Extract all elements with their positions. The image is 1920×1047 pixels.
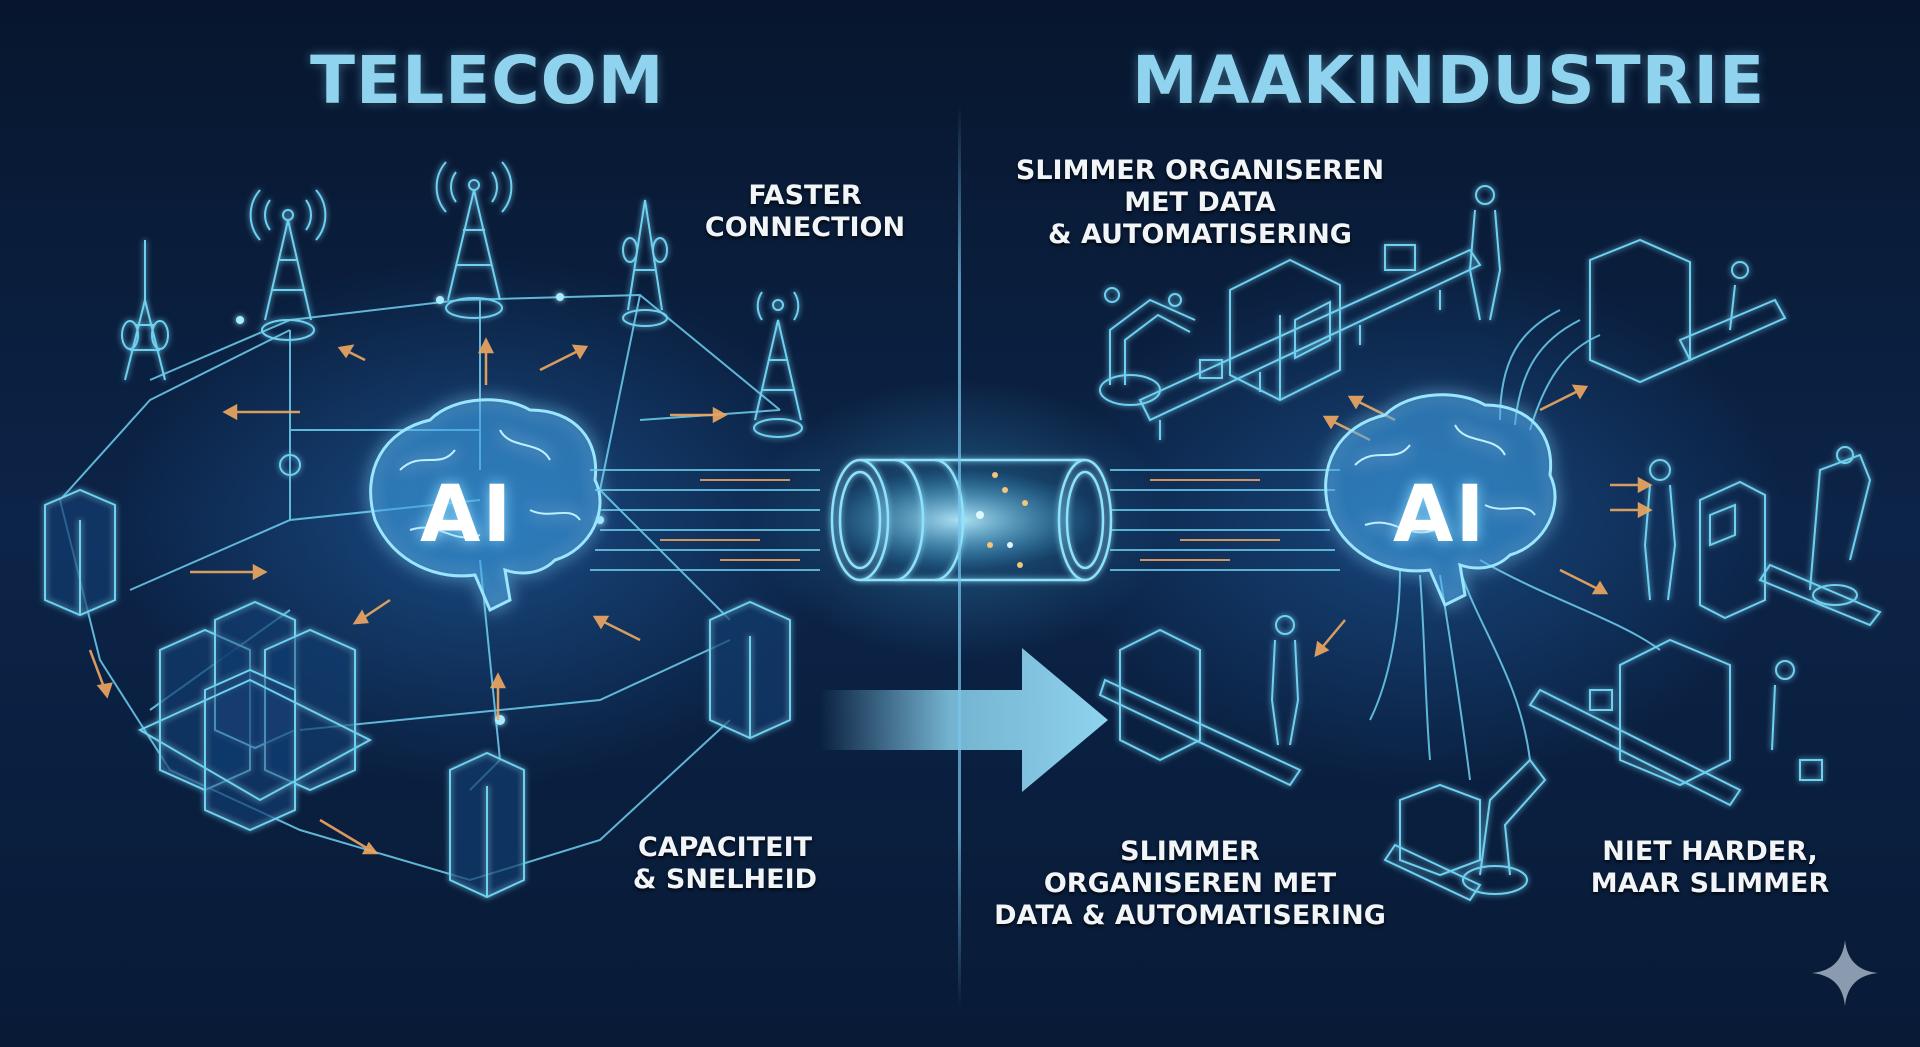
- machine-icon: [1589, 238, 1787, 384]
- factory-illustrations: [1098, 185, 1882, 902]
- data-cylinder: [820, 458, 1113, 582]
- robot-arm-icon: [1099, 287, 1196, 406]
- telecom-title: TELECOM: [310, 42, 665, 119]
- panel-divider: [958, 105, 961, 1010]
- machine-icon: [1528, 638, 1795, 807]
- robot-arm-icon: [1809, 446, 1872, 606]
- ai-brain-right: [1324, 393, 1557, 608]
- ai-label-left: AI: [420, 470, 514, 560]
- label-niet-harder: NIET HARDER, MAAR SLIMMER: [1590, 836, 1830, 899]
- servers: [44, 488, 791, 899]
- network-lines: [59, 293, 781, 882]
- robot-arm-icon: [1383, 758, 1547, 902]
- worker-icon: [1270, 615, 1300, 746]
- label-slimmer-organiseren-bottom: SLIMMER ORGANISEREN MET DATA & AUTOMATIS…: [994, 836, 1386, 931]
- label-faster-connection: FASTER CONNECTION: [704, 180, 906, 243]
- server-cluster-icon: [137, 600, 373, 832]
- conveyor-belt-top: [1138, 248, 1482, 440]
- ai-label-right: AI: [1393, 470, 1487, 560]
- data-flow-arrows-right: [1314, 384, 1653, 658]
- data-stream-beams: [590, 469, 1340, 571]
- label-capaciteit-snelheid: CAPACITEIT & SNELHEID: [632, 832, 818, 895]
- cell-tower-icon: [753, 291, 803, 438]
- scanner-machine-icon: [1229, 258, 1341, 402]
- server-rack-icon: [449, 751, 525, 899]
- conveyor-belt-mid: [1758, 563, 1882, 627]
- cell-tower-icon: [249, 189, 327, 341]
- data-flow-arrows: [88, 337, 728, 855]
- scanner-machine-icon: [1098, 628, 1302, 787]
- kiosk-icon: [1699, 480, 1766, 620]
- label-slimmer-organiseren-top: SLIMMER ORGANISEREN MET DATA & AUTOMATIS…: [1015, 155, 1385, 250]
- transition-arrow: [820, 648, 1108, 792]
- data-pipes: [1369, 309, 1661, 781]
- worker-icon: [1468, 185, 1502, 321]
- cell-tower-icon: [622, 199, 668, 327]
- maakindustrie-title: MAAKINDUSTRIE: [1132, 42, 1766, 119]
- cell-tower-icon: [435, 161, 513, 319]
- worker-icon: [1643, 459, 1677, 601]
- sparkle-icon: [1812, 940, 1878, 1006]
- server-rack-icon: [44, 488, 116, 617]
- cell-tower-icon: [121, 240, 169, 381]
- ai-brain-left: [369, 398, 602, 613]
- network-nodes: [236, 293, 604, 725]
- server-rack-icon: [709, 600, 791, 740]
- cell-towers: [121, 161, 803, 438]
